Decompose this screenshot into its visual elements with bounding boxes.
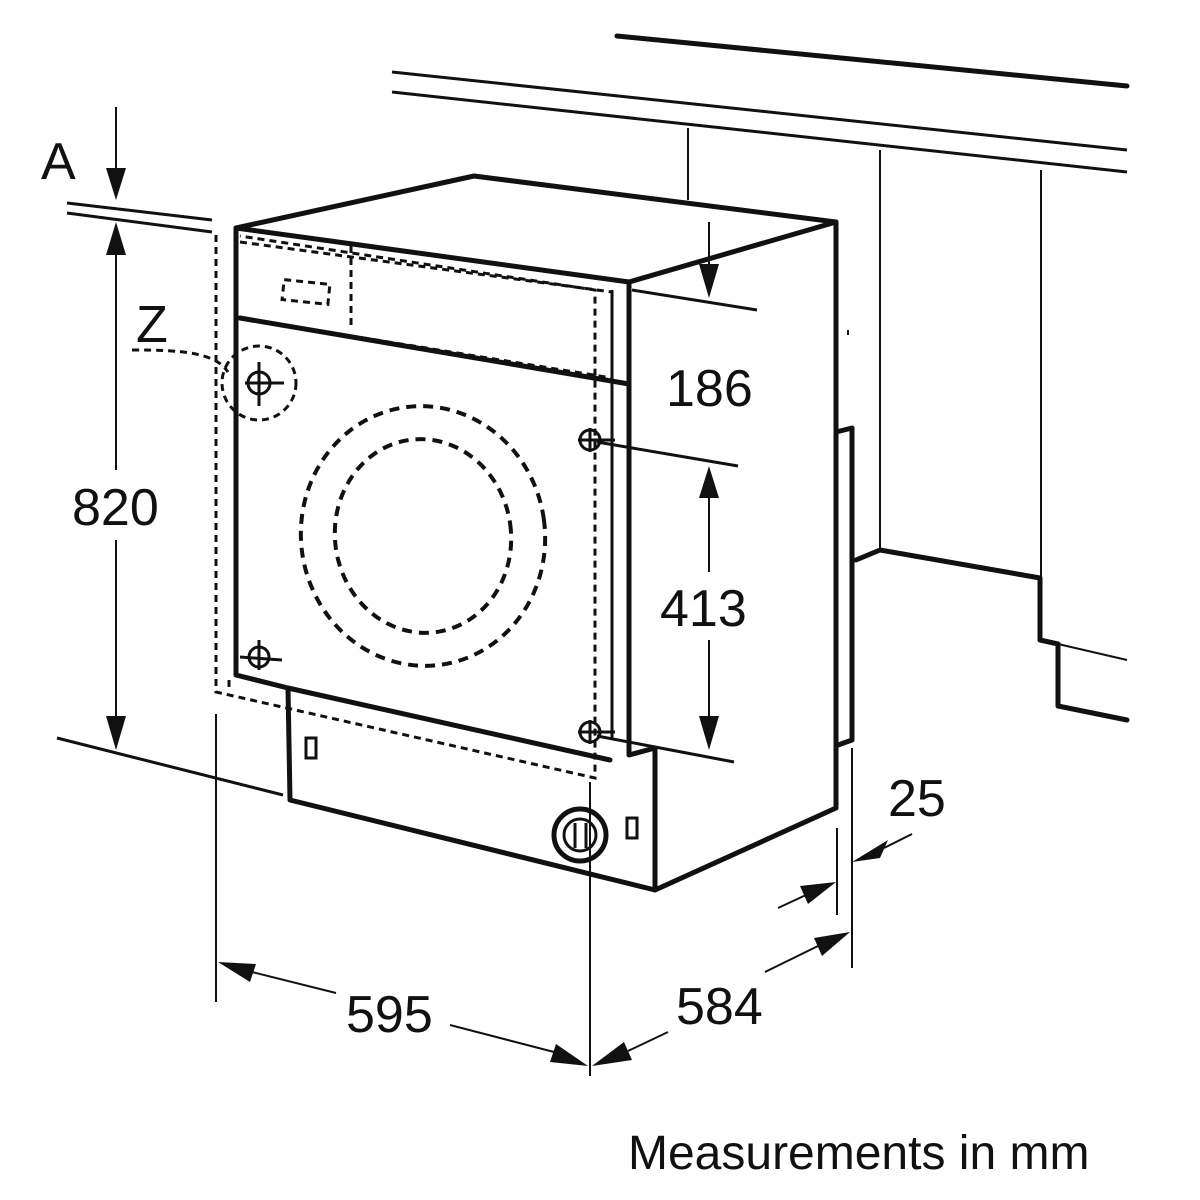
mount-point-bottom-right-icon xyxy=(578,720,615,744)
label-595: 595 xyxy=(346,986,433,1044)
mount-point-bottom-left-icon xyxy=(239,640,283,670)
dimension-413 xyxy=(596,466,735,764)
caption-measurements: Measurements in mm xyxy=(628,1127,1089,1180)
niche-dashed-outline xyxy=(214,234,614,780)
porthole-door xyxy=(298,404,548,668)
label-25: 25 xyxy=(888,770,946,828)
kickplate-details xyxy=(304,736,639,864)
label-413: 413 xyxy=(660,580,747,638)
dimension-595 xyxy=(215,714,591,1076)
hinge-z-icon xyxy=(220,344,298,422)
dimension-25 xyxy=(777,748,913,968)
drain-pump-cap-icon xyxy=(551,806,609,864)
label-z: Z xyxy=(136,296,168,354)
worktop-lines xyxy=(391,33,1130,580)
label-a: A xyxy=(41,133,76,191)
label-186: 186 xyxy=(666,360,753,418)
dimension-584 xyxy=(592,932,850,1066)
label-584: 584 xyxy=(676,978,763,1036)
dimension-a xyxy=(66,107,213,234)
floor-plinth-lines xyxy=(847,330,1130,723)
label-820: 820 xyxy=(72,479,159,537)
z-leader-line xyxy=(131,348,230,373)
dimension-186 xyxy=(596,222,758,468)
mount-point-top-right-icon xyxy=(578,428,615,452)
mounting-points xyxy=(220,344,615,744)
dimension-820 xyxy=(56,222,284,797)
